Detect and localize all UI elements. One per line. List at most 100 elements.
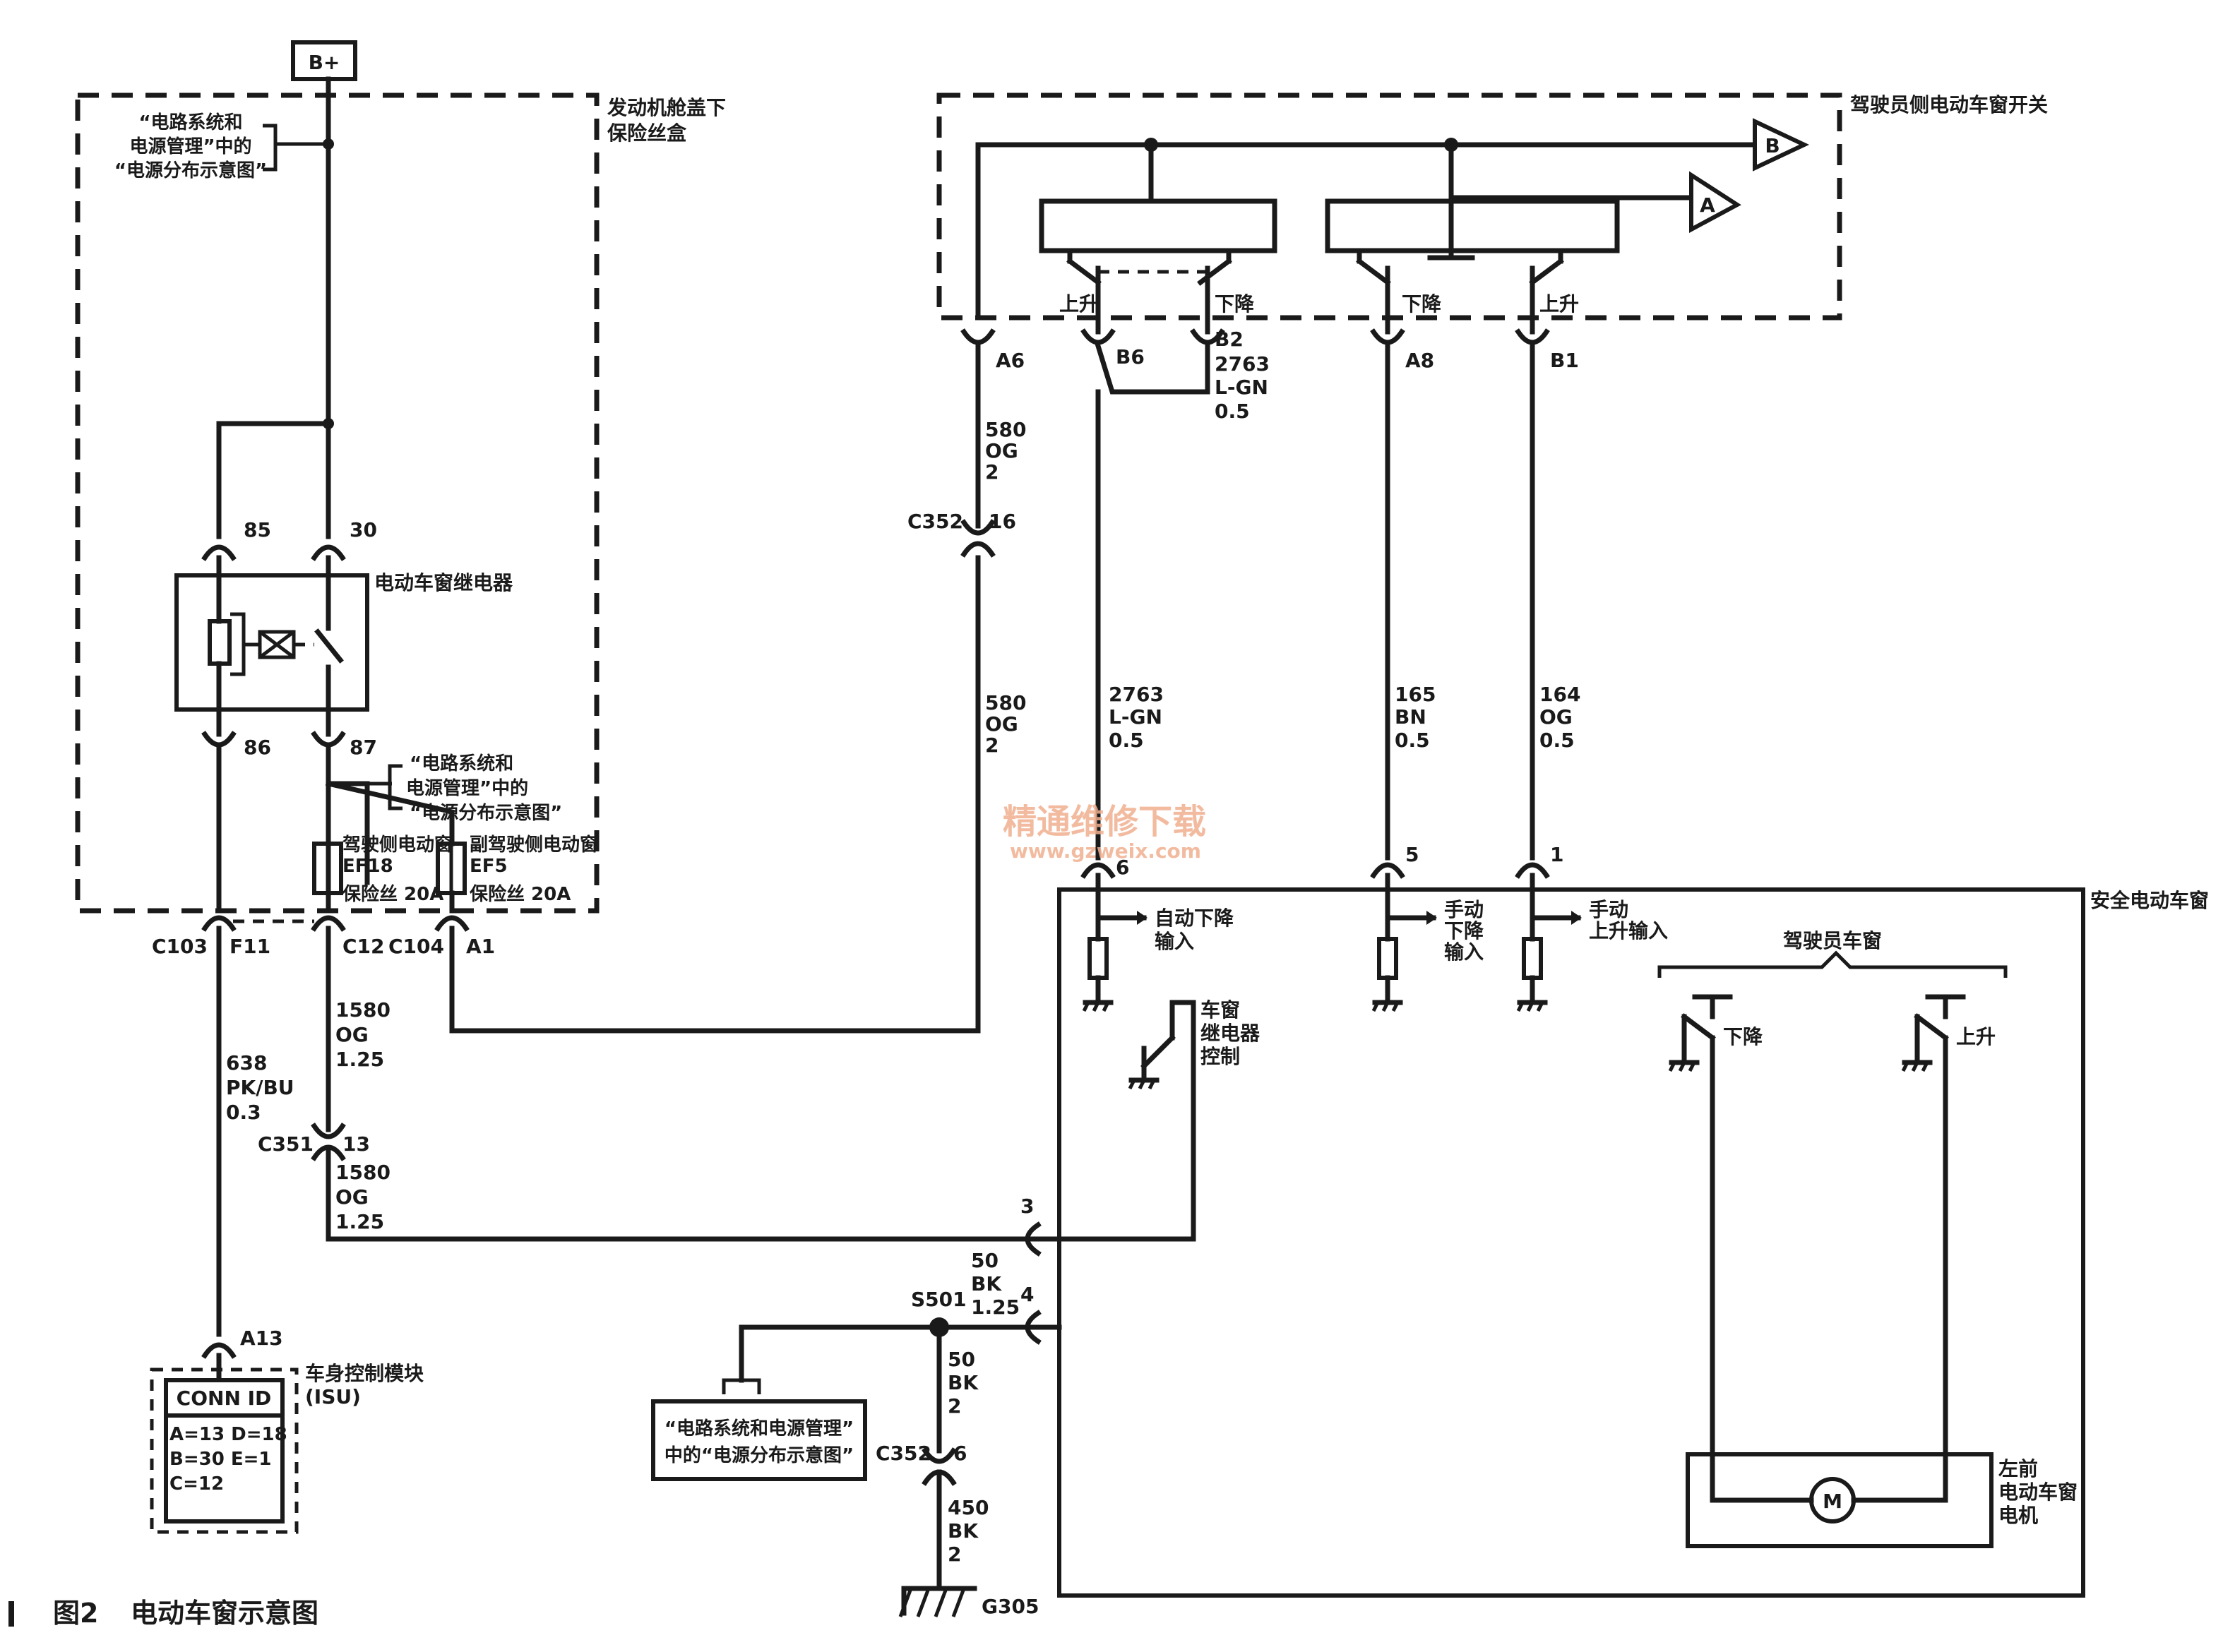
svg-text:450: 450 — [948, 1496, 989, 1519]
svg-text:30: 30 — [350, 518, 377, 541]
svg-text:S501: S501 — [911, 1288, 967, 1311]
svg-text:下降: 下降 — [1444, 919, 1484, 942]
module-pin-1: 1 — [1515, 843, 1563, 879]
switch-output-a: A — [1689, 171, 1741, 234]
svg-text:自动下降: 自动下降 — [1155, 906, 1234, 930]
svg-text:1580: 1580 — [335, 998, 391, 1022]
svg-text:16: 16 — [989, 510, 1016, 533]
wire-164-label: 164 OG 0.5 — [1539, 683, 1580, 752]
svg-text:图2: 图2 — [53, 1598, 98, 1629]
svg-text:L-GN: L-GN — [1215, 376, 1268, 399]
svg-text:1: 1 — [1550, 843, 1563, 866]
svg-text:“电路系统和电源管理”: “电路系统和电源管理” — [664, 1418, 854, 1439]
svg-text:1.25: 1.25 — [335, 1048, 384, 1071]
svg-text:L-GN: L-GN — [1109, 705, 1162, 729]
watermark: 精通维修下载 www.gzweix.com — [1003, 802, 1206, 863]
svg-text:2: 2 — [948, 1543, 961, 1566]
svg-text:BK: BK — [948, 1519, 979, 1543]
svg-text:驾驶员侧电动车窗开关: 驾驶员侧电动车窗开关 — [1850, 93, 2048, 116]
svg-text:1580: 1580 — [335, 1161, 391, 1184]
svg-text:B6: B6 — [1116, 345, 1145, 369]
svg-text:中的“电源分布示意图”: 中的“电源分布示意图” — [664, 1444, 854, 1466]
relay-pin-87: 87 — [311, 731, 377, 759]
svg-text:“电源分布示意图”: “电源分布示意图” — [114, 160, 267, 181]
power-distribution-reference-2: “电路系统和 电源管理”中的 “电源分布示意图” — [328, 753, 562, 824]
svg-text:C352: C352 — [907, 510, 963, 533]
window-relay: 电动车窗继电器 — [174, 555, 513, 737]
manual-down-input: 手动 下降 输入 — [1371, 873, 1484, 1012]
svg-text:165: 165 — [1395, 683, 1436, 706]
window-relay-control: 车窗 继电器 控制 — [1128, 998, 1260, 1242]
svg-text:输入: 输入 — [1155, 930, 1194, 953]
body-control-module: CONN ID A=13 D=18 B=30 E=1 C=12 车身控制模块 (… — [150, 1362, 424, 1534]
power-distribution-reference-1: “电路系统和 电源管理”中的 “电源分布示意图” — [114, 112, 328, 181]
switch-pin-b1: B1 — [1515, 328, 1579, 372]
svg-text:A6: A6 — [996, 349, 1025, 372]
svg-text:手动: 手动 — [1444, 898, 1484, 921]
svg-text:上升: 上升 — [1539, 292, 1579, 316]
wire-638-label: 638 PK/BU 0.3 — [226, 1051, 294, 1124]
connector-c104-a1: C104 A1 — [388, 915, 495, 958]
svg-text:电机: 电机 — [1998, 1504, 2038, 1527]
svg-text:50: 50 — [948, 1348, 975, 1371]
switch-right-pair: 下降 上升 — [1325, 198, 1620, 316]
safety-power-window-module: 安全电动车窗 — [1057, 887, 2209, 1598]
fuse-ef5: 副驾驶侧电动窗 EF5 保险丝 20A — [436, 834, 598, 905]
svg-text:B=30 E=1: B=30 E=1 — [169, 1449, 271, 1470]
svg-text:6: 6 — [1116, 856, 1129, 879]
svg-text:保险丝 20A: 保险丝 20A — [342, 883, 443, 905]
connector-c12: C12 — [311, 915, 385, 958]
driver-window-switch-boundary: 驾驶员侧电动车窗开关 — [936, 92, 2048, 321]
svg-text:输入: 输入 — [1444, 940, 1484, 964]
svg-text:OG: OG — [335, 1185, 369, 1209]
relay-pin-86: 86 — [201, 731, 271, 759]
svg-text:M: M — [1823, 1490, 1842, 1513]
svg-text:2763: 2763 — [1109, 683, 1164, 706]
switch-left-pair: 上升 下降 — [1039, 198, 1277, 316]
svg-text:580: 580 — [985, 418, 1026, 441]
svg-text:OG: OG — [335, 1023, 369, 1046]
wire-2763-label-a: 2763 L-GN 0.5 — [1215, 352, 1270, 423]
svg-text:638: 638 — [226, 1051, 267, 1075]
svg-text:驾驶员车窗: 驾驶员车窗 — [1783, 929, 1882, 952]
svg-text:BK: BK — [971, 1272, 1002, 1295]
svg-text:下降: 下降 — [1215, 292, 1255, 316]
svg-text:85: 85 — [244, 518, 271, 541]
svg-text:“电路系统和: “电路系统和 — [410, 753, 513, 774]
svg-text:A8: A8 — [1405, 349, 1434, 372]
svg-text:2: 2 — [948, 1394, 961, 1418]
wire-50-label-a: 50 BK 1.25 — [971, 1249, 1020, 1319]
figure-caption: 图2 电动车窗示意图 — [8, 1598, 318, 1629]
svg-text:2763: 2763 — [1215, 352, 1270, 376]
svg-text:0.5: 0.5 — [1215, 400, 1250, 423]
svg-text:上升输入: 上升输入 — [1589, 919, 1668, 942]
driver-window-internal-switch: 驾驶员车窗 下降 上升 — [1657, 929, 2008, 1500]
svg-text:副驾驶侧电动窗: 副驾驶侧电动窗 — [470, 834, 598, 856]
svg-text:87: 87 — [350, 736, 377, 759]
svg-text:A1: A1 — [466, 935, 495, 958]
svg-text:0.5: 0.5 — [1539, 729, 1575, 752]
svg-text:www.gzweix.com: www.gzweix.com — [1010, 839, 1201, 863]
svg-text:OG: OG — [985, 439, 1018, 462]
wire-2763-label-b: 2763 L-GN 0.5 — [1109, 683, 1164, 752]
svg-text:A13: A13 — [240, 1327, 283, 1350]
svg-text:发动机舱盖下: 发动机舱盖下 — [607, 96, 726, 119]
svg-text:左前: 左前 — [1998, 1457, 2038, 1480]
manual-up-input: 手动 上升输入 — [1516, 873, 1668, 1012]
svg-text:0.5: 0.5 — [1395, 729, 1430, 752]
svg-text:C352: C352 — [876, 1442, 931, 1465]
svg-text:A=13 D=18: A=13 D=18 — [169, 1424, 287, 1445]
relay-pin-85: 85 — [201, 518, 271, 561]
svg-text:C103: C103 — [152, 935, 208, 958]
svg-text:电源管理”中的: 电源管理”中的 — [406, 777, 528, 799]
svg-text:B+: B+ — [309, 51, 340, 74]
svg-text:G305: G305 — [982, 1595, 1039, 1618]
svg-text:50: 50 — [971, 1249, 999, 1272]
svg-text:1.25: 1.25 — [335, 1210, 384, 1233]
svg-text:B2: B2 — [1215, 328, 1244, 351]
switch-pin-a8: A8 — [1370, 328, 1434, 372]
wire-1580-label-a: 1580 OG 1.25 — [335, 998, 391, 1071]
ground-g305: G305 — [898, 1586, 1039, 1618]
svg-text:下降: 下降 — [1723, 1025, 1763, 1048]
